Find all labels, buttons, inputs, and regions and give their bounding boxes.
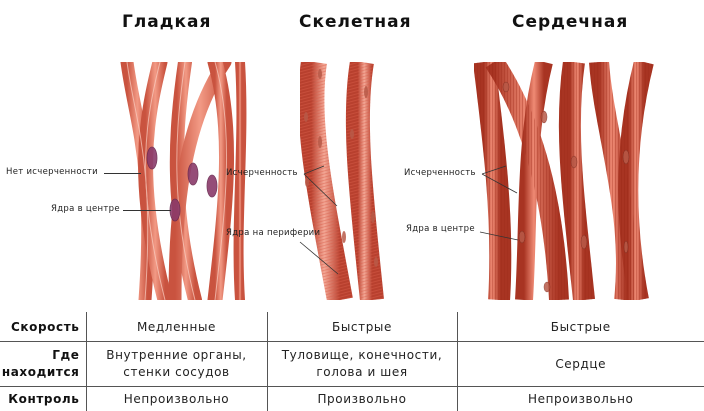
leader-line: [478, 228, 528, 248]
cell-skeletal: Произвольно: [267, 387, 457, 411]
cell-skeletal: Туловище, конечности,голова и шея: [267, 342, 457, 387]
annotation-skeletal-nuclei: Ядра на периферии: [226, 228, 320, 238]
title-cardiac: Сердечная: [512, 12, 628, 32]
leader-line: [123, 210, 171, 211]
leader-lines: [480, 160, 530, 200]
cell-smooth: Внутренние органы,стенки сосудов: [86, 342, 267, 387]
annotation-smooth-nuclei: Ядра в центре: [51, 204, 120, 214]
table-row-speed: Скорость Медленные Быстрые Быстрые: [0, 312, 704, 342]
title-skeletal: Скелетная: [299, 12, 412, 32]
cell-skeletal: Быстрые: [267, 312, 457, 342]
table-row-control: Контроль Непроизвольно Произвольно Непро…: [0, 387, 704, 411]
title-smooth: Гладкая: [122, 12, 211, 32]
annotation-cardiac-striation: Исчерченность: [404, 168, 476, 178]
row-header: Скорость: [0, 312, 86, 342]
row-header: Контроль: [0, 387, 86, 411]
smooth-muscle-illustration: [115, 62, 255, 300]
leader-line: [298, 240, 348, 280]
cell-smooth: Непроизвольно: [86, 387, 267, 411]
cell-cardiac: Непроизвольно: [457, 387, 704, 411]
annotation-no-striation: Нет исчерченности: [6, 167, 98, 177]
annotation-cardiac-nuclei: Ядра в центре: [406, 224, 475, 234]
annotation-skeletal-striation: Исчерченность: [226, 168, 298, 178]
leader-line: [104, 173, 141, 174]
leader-lines: [302, 162, 352, 212]
cell-cardiac: Сердце: [457, 342, 704, 387]
cell-cardiac: Быстрые: [457, 312, 704, 342]
cell-smooth: Медленные: [86, 312, 267, 342]
